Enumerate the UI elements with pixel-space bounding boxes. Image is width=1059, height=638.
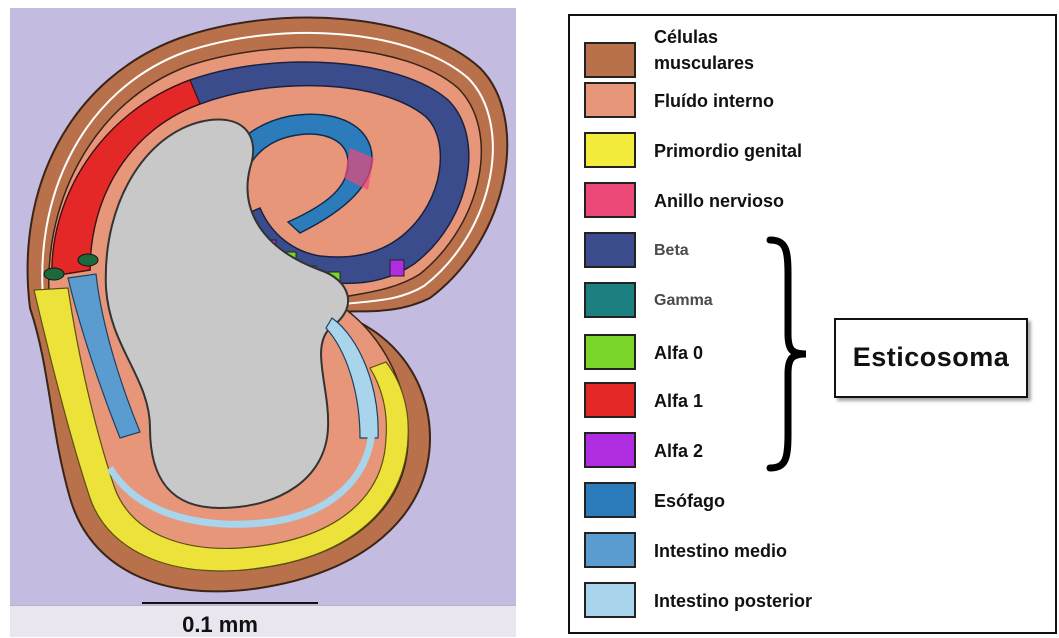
- gland-marker: [44, 268, 64, 280]
- esticosoma-box: Esticosoma: [834, 318, 1028, 398]
- legend-swatch: [584, 82, 636, 118]
- legend-label: Gamma: [654, 288, 713, 314]
- legend-item: Alfa 0: [570, 334, 870, 378]
- legend-swatch: [584, 182, 636, 218]
- legend-item: Anillo nervioso: [570, 182, 870, 226]
- legend-label: Esófago: [654, 488, 725, 514]
- legend-item: Intestino posterior: [570, 582, 870, 626]
- legend-swatch: [584, 382, 636, 418]
- legend-label-line: Anillo nervioso: [654, 188, 784, 214]
- legend-swatch: [584, 432, 636, 468]
- legend-label: Beta: [654, 238, 689, 264]
- legend-label-line: Beta: [654, 238, 689, 264]
- legend-item: Esófago: [570, 482, 870, 526]
- larva-diagram: [10, 8, 516, 605]
- legend-item: Fluído interno: [570, 82, 870, 126]
- legend-label-line: Alfa 0: [654, 340, 703, 366]
- legend-swatch: [584, 232, 636, 268]
- legend-label: Intestino posterior: [654, 588, 812, 614]
- legend-swatch: [584, 132, 636, 168]
- legend-label: Alfa 2: [654, 438, 703, 464]
- legend-label-line: Primordio genital: [654, 138, 802, 164]
- legend-label-line: Alfa 2: [654, 438, 703, 464]
- legend-swatch: [584, 42, 636, 78]
- scale-bar: [142, 602, 318, 604]
- gland-marker: [78, 254, 98, 266]
- legend-label-line: Intestino medio: [654, 538, 787, 564]
- legend-label: Alfa 1: [654, 388, 703, 414]
- legend-label-line: Esófago: [654, 488, 725, 514]
- legend-swatch: [584, 582, 636, 618]
- legend-label: Alfa 0: [654, 340, 703, 366]
- legend-swatch: [584, 334, 636, 370]
- legend-item: Gamma: [570, 282, 870, 326]
- legend-label-line: Células: [654, 24, 754, 50]
- legend-swatch: [584, 532, 636, 568]
- brace-icon: [766, 234, 820, 474]
- legend-label-line: Intestino posterior: [654, 588, 812, 614]
- esticosoma-label: Esticosoma: [836, 342, 1026, 373]
- legend-label-line: Fluído interno: [654, 88, 774, 114]
- legend-label: Intestino medio: [654, 538, 787, 564]
- legend-item: Alfa 2: [570, 432, 870, 476]
- legend-label: Anillo nervioso: [654, 188, 784, 214]
- legend-item: Beta: [570, 232, 870, 276]
- legend-label-line: musculares: [654, 50, 754, 76]
- legend-swatch: [584, 282, 636, 318]
- legend-swatch: [584, 482, 636, 518]
- legend-label: Primordio genital: [654, 138, 802, 164]
- larva-illustration: 0.1 mm: [10, 8, 516, 636]
- alfa2-cell: [390, 260, 404, 276]
- legend-label-line: Gamma: [654, 288, 713, 314]
- scale-label: 0.1 mm: [10, 612, 430, 638]
- legend-item: Alfa 1: [570, 382, 870, 426]
- legend-item: Primordio genital: [570, 132, 870, 176]
- legend-item: Intestino medio: [570, 532, 870, 576]
- legend-label-line: Alfa 1: [654, 388, 703, 414]
- legend-label: Fluído interno: [654, 88, 774, 114]
